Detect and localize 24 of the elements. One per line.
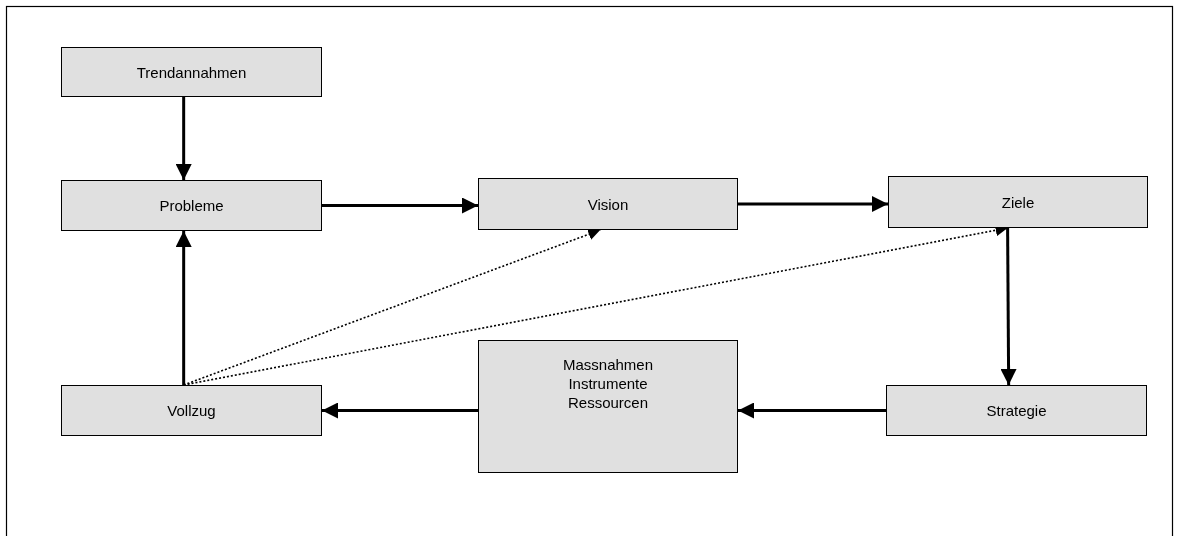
dotted-arrow (182, 228, 601, 386)
arrow (738, 196, 888, 212)
arrow (738, 402, 886, 419)
box-label: Ressourcen (567, 393, 648, 412)
box-label: Instrumente (568, 374, 648, 393)
process-box (61, 47, 322, 97)
process-box (478, 178, 738, 230)
process-box (61, 385, 322, 436)
arrow (175, 231, 192, 385)
box-label: Vision (587, 194, 629, 214)
box-label: Probleme (159, 196, 224, 215)
process-box (888, 176, 1148, 228)
box-label: Ziele (1001, 192, 1035, 212)
arrow (322, 197, 478, 214)
box-label: Massnahmen (562, 355, 653, 374)
arrow (1000, 228, 1017, 385)
box-label: Strategie (986, 401, 1047, 420)
process-box (61, 180, 322, 231)
arrow (322, 402, 478, 419)
process-box (886, 385, 1147, 436)
box-label: Vollzug (167, 401, 216, 420)
box-label: Trendannahmen (136, 62, 247, 82)
process-box (478, 340, 738, 473)
arrow (175, 97, 192, 180)
